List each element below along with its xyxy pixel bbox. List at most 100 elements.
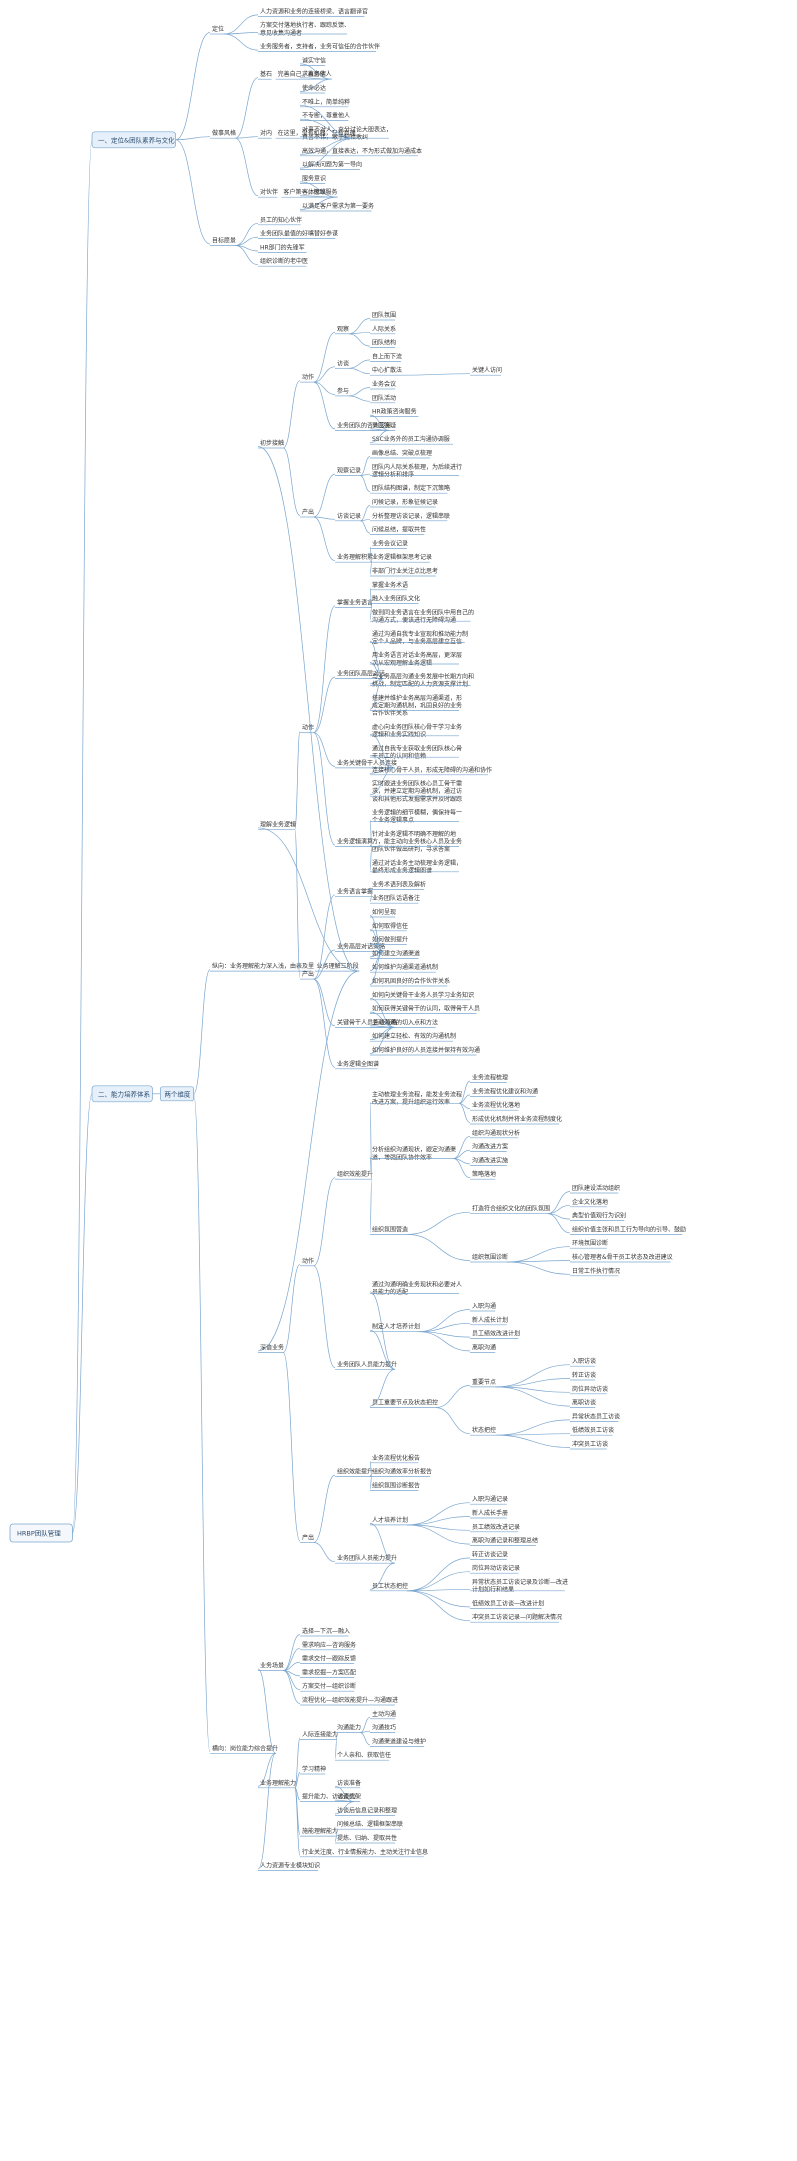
connector-line [360, 456, 371, 476]
node-如何建立轻松-有效的沟通机制: 如何建立轻松、有效的沟通机制 [372, 1032, 456, 1040]
node-业务流程优化报告: 业务流程优化报告 [372, 1454, 420, 1462]
node-状态把控: 状态把控 [472, 1426, 496, 1434]
node-业务团队话语备注: 业务团队话语备注 [372, 894, 420, 902]
connector-line [235, 136, 259, 139]
node-如何获得关键骨干的认同-取得骨干人员: 如何获得关键骨干的认同，取得骨干人员 [372, 1005, 480, 1013]
node-业务团队最值的好嘴替好参谋: 业务团队最值的好嘴替好参谋 [260, 230, 338, 238]
node-画像总结-突破点梳理: 画像总结、突破点梳理 [372, 449, 432, 457]
node-团队建设活动组织: 团队建设活动组织 [572, 1184, 620, 1192]
node-新人成长计划: 新人成长计划 [472, 1316, 508, 1324]
node-方案交付-组织诊断: 方案交付—组织诊断 [302, 1682, 356, 1690]
connector-line [294, 1787, 301, 1801]
connector-line [294, 730, 301, 830]
node-动作: 动作 [302, 1257, 314, 1265]
connector-line [348, 359, 371, 369]
node-离职访谈: 离职访谈 [572, 1399, 596, 1407]
connector-line [369, 951, 384, 985]
node-产出: 产出 [302, 508, 314, 516]
node-入职沟通记录: 入职沟通记录 [472, 1495, 508, 1503]
connector-line [313, 949, 336, 980]
node-员工状态把控: 员工状态把控 [372, 1582, 408, 1590]
node-定位: 定位 [212, 25, 224, 33]
connector-line [369, 640, 384, 679]
node-业务团队人员能力提升: 业务团队人员能力提升 [337, 1554, 397, 1562]
connector-line [406, 1588, 471, 1592]
node-选择-下沉-融入: 选择—下沉—融入 [302, 1627, 350, 1635]
connector-line [406, 1571, 471, 1592]
connector-line [458, 1102, 471, 1123]
connector-line [369, 733, 396, 769]
node-员工答疑: 员工答疑 [372, 421, 396, 429]
node-业务流程梳理: 业务流程梳理 [472, 1074, 508, 1082]
connector-line [348, 387, 371, 397]
node-员工重要节点及状态把控: 员工重要节点及状态把控 [372, 1399, 438, 1407]
node-组织沟通现状分析: 组织沟通现状分析 [472, 1129, 520, 1137]
node-参与: 参与 [337, 387, 349, 395]
node-纵向-业务理解能力深入浅-由表及里: 纵向：业务理解能力深入浅，由表及里 [212, 962, 314, 970]
node-员工绩效改进记录: 员工绩效改进记录 [472, 1523, 520, 1531]
connector-line [257, 1752, 276, 1787]
node-沟通改进方案: 沟通改进方案 [472, 1143, 508, 1151]
connector-line [547, 1204, 571, 1215]
connector-line [453, 1149, 471, 1159]
connector-line [257, 827, 360, 972]
node-客体思维: 客体思维 [302, 188, 326, 196]
node-业务场景: 业务场景 [260, 1662, 284, 1670]
connector-line [334, 1801, 355, 1815]
connector-line [348, 318, 371, 335]
connector-line [458, 1080, 471, 1104]
connector-line [406, 1590, 471, 1622]
connector-line [175, 136, 211, 141]
node-转正访谈: 转正访谈 [572, 1371, 596, 1379]
node-环境氛围诊断: 环境氛围诊断 [572, 1239, 608, 1247]
node-提炼-归纳-提取共性: 提炼、归纳、提取共性 [337, 1834, 397, 1842]
connector-line [369, 1011, 396, 1028]
connector-line [235, 236, 259, 246]
connector-line [406, 1524, 471, 1545]
connector-line [369, 997, 396, 1028]
node-需求挖掘-方案匹配: 需求挖掘—方案匹配 [302, 1668, 356, 1676]
node-通过对话业务主动梳理业务逻辑--最终形成业务逻辑: 通过对话业务主动梳理业务逻辑，最终形成业务逻辑图谱 [372, 859, 462, 875]
node-掌握业务术语: 掌握业务术语 [372, 581, 408, 589]
node-离职沟通记录和整理总结: 离职沟通记录和整理总结 [472, 1537, 538, 1545]
node-岗位异动访谈记录: 岗位异动访谈记录 [472, 1564, 520, 1572]
node-使命必达: 使命必达 [302, 84, 326, 92]
connector-line [418, 1331, 471, 1352]
node-方案交付落地执行者-跟踪反馈--意见收集沟通者: 方案交付落地执行者、跟踪反馈、意见收集沟通者 [260, 21, 350, 37]
node-产出: 产出 [302, 970, 314, 978]
node-关键人访问: 关键人访问 [472, 366, 502, 374]
connector-line [369, 1460, 373, 1477]
node-业务服务者-支持者-业务可信任的合作伙伴: 业务服务者，支持者，业务可信任的合作伙伴 [260, 43, 380, 51]
connector-line [294, 1787, 301, 1856]
connector-line [294, 1737, 301, 1789]
connector-line [282, 447, 301, 516]
node-主动沟通的切入点和方法: 主动沟通的切入点和方法 [372, 1018, 438, 1026]
node-与业务高层沟通业务发展中长期方向和-挑战-制定匹: 与业务高层沟通业务发展中长期方向和挑战，制定匹配的人力资源支撑计划 [372, 673, 474, 689]
root-label: HRBP团队管理 [17, 1529, 61, 1538]
node-对内: 对内 [260, 129, 272, 137]
node-业务逻辑框架思考记录: 业务逻辑框架思考记录 [372, 553, 432, 561]
connector-line [348, 395, 371, 402]
node-自上而下流: 自上而下流 [372, 352, 402, 360]
node-如何做到提升: 如何做到提升 [372, 936, 408, 944]
connector-line [369, 1156, 373, 1180]
node-如何呈现: 如何呈现 [372, 908, 396, 916]
node-重要节点: 重要节点 [472, 1378, 496, 1386]
node-日常工作执行情况: 日常工作执行情况 [572, 1267, 620, 1275]
connector-line [283, 1670, 301, 1704]
node-HR政策咨询服务: HR政策咨询服务 [372, 408, 417, 416]
connector-line [406, 1502, 471, 1526]
branch-label: 二、能力培养体系 [98, 1089, 151, 1098]
connector-line [406, 1590, 471, 1608]
node-沟通技巧: 沟通技巧 [372, 1724, 396, 1732]
node-以满足客户需求为第一要务: 以满足客户需求为第一要务 [302, 202, 374, 210]
node-行业关注度-行业情报能力-主动关注行业信息: 行业关注度、行业情报能力、主动关注行业信息 [302, 1848, 428, 1856]
node-沟通渠道建设与维护: 沟通渠道建设与维护 [372, 1737, 426, 1745]
node-异常状态员工访谈记录及诊断-改进-计划如行和结果: 异常状态员工访谈记录及诊断—改进计划如行和结果 [472, 1578, 568, 1594]
node-业务团队人员能力提升: 业务团队人员能力提升 [337, 1360, 397, 1368]
node-冲突员工访谈: 冲突员工访谈 [572, 1440, 608, 1448]
node-转正访谈记录: 转正访谈记录 [472, 1550, 508, 1558]
connector-line [495, 1434, 571, 1448]
connector-line [313, 676, 336, 734]
